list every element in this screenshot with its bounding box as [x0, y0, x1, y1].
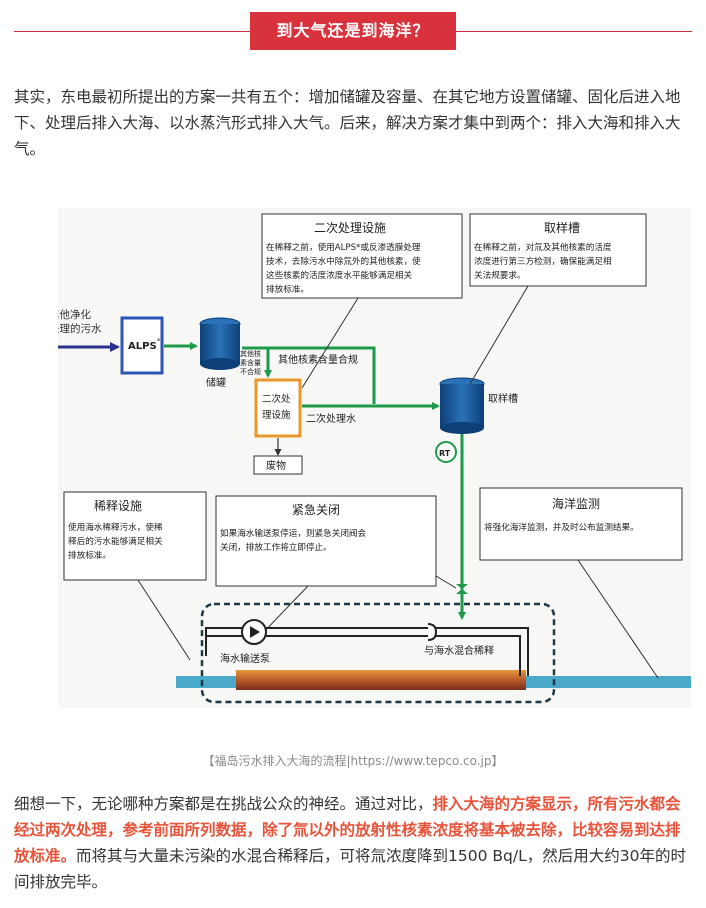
svg-text:在稀释之前，对氚及其他核素的活度: 在稀释之前，对氚及其他核素的活度 [474, 241, 612, 253]
svg-text:使用海水稀释污水，使稀: 使用海水稀释污水，使稀 [68, 521, 163, 533]
conform-label: 其他核素含量合规 [278, 353, 358, 366]
discharge-tunnel [236, 670, 526, 690]
seawater-intake-pipe-inner [205, 627, 242, 644]
secondary-callout-pointer [301, 297, 359, 389]
pump-label: 海水输送泵 [220, 652, 270, 665]
monitoring-callout: 海洋监测 将强化海洋监测，并及时公布监测结果。 [479, 487, 683, 561]
svg-text:浓度进行第三方检测，确保能满足相: 浓度进行第三方检测，确保能满足相 [474, 255, 612, 267]
mix-label: 与海水混合稀释 [424, 644, 494, 657]
conclusion-paragraph: 细想一下，无论哪种方案都是在挑战公众的神经。通过对比，排入大海的方案显示，所有污… [14, 791, 694, 895]
sampling-tank [440, 384, 484, 428]
waste-box [253, 455, 303, 475]
heading-title: 到大气还是到海洋？ [250, 12, 456, 50]
pump-icon [250, 626, 260, 638]
inlet-label: 经过其他净化 [58, 308, 91, 321]
discharge-flow-diagram: 经过其他净化 设施处理的污水 ALPS * 储罐 其他核 素含量 不合规 其他核… [58, 208, 691, 708]
waste-label: 废物 [266, 459, 286, 472]
nonconform-label-1: 其他核 [240, 349, 261, 358]
emergency-callout: 紧急关闭 如果海水输送泵停运，则紧急关闭阀会 关闭，排放工作将立即停止。 [215, 495, 437, 587]
heading-rule-left [14, 31, 250, 32]
nonconform-label-3: 不合规 [240, 367, 261, 376]
flow-conforming [268, 346, 376, 404]
inlet-label-2: 设施处理的污水 [58, 322, 102, 335]
svg-text:释后的污水能够满足相关: 释后的污水能够满足相关 [68, 535, 163, 547]
conclusion-highlight: 排入大海的方案显示，所有污水都会经过两次处理，参考前面所列数据，除了氚以外的放射… [14, 795, 681, 865]
monitoring-callout-pointer [577, 559, 659, 679]
svg-text:二次处理设施: 二次处理设施 [314, 221, 386, 235]
sampling-callout-pointer [469, 285, 529, 385]
emergency-valve-pointer [435, 575, 457, 589]
svg-text:将强化海洋监测，并及时公布监测结果。: 将强化海洋监测，并及时公布监测结果。 [484, 521, 639, 533]
svg-text:稀释设施: 稀释设施 [94, 499, 142, 513]
svg-text:如果海水输送泵停运，则紧急关闭阀会: 如果海水输送泵停运，则紧急关闭阀会 [220, 527, 367, 539]
mixing-pipe-inner [436, 635, 521, 676]
mixing-joint [427, 623, 438, 641]
sampling-tank-bottom [440, 422, 484, 434]
storage-tank-bottom [200, 358, 240, 370]
svg-text:紧急关闭: 紧急关闭 [292, 502, 340, 517]
alps-label: ALPS [128, 341, 157, 352]
svg-text:这些核素的活度浓度水平能够满足相关: 这些核素的活度浓度水平能够满足相关 [266, 269, 413, 281]
dilution-callout: 稀释设施 使用海水稀释污水，使稀 释后的污水能够满足相关 排放标准。 [63, 491, 207, 581]
secondary-unit [254, 378, 302, 438]
nonconform-label-2: 素含量 [240, 358, 261, 367]
svg-text:关闭，排放工作将立即停止。: 关闭，排放工作将立即停止。 [220, 541, 332, 553]
svg-text:关法规要求。: 关法规要求。 [474, 269, 526, 281]
secondary-unit-label-2: 理设施 [262, 409, 291, 421]
heading-rule-right [456, 31, 692, 32]
rt-monitor [435, 441, 457, 463]
alps-unit [120, 316, 164, 375]
dilution-callout-pointer [137, 579, 191, 661]
alps-mark: * [157, 337, 161, 345]
sampling-tank-label: 取样槽 [488, 392, 518, 405]
secondary-unit-label-1: 二次处 [262, 393, 291, 405]
conclusion-text-2: 而将其与大量未污染的水混合稀释后，可将氚浓度降到1500 Bq/L，然后用大约3… [14, 847, 686, 891]
storage-tank [200, 324, 240, 364]
section-heading: 到大气还是到海洋？ [0, 12, 706, 50]
svg-text:排放标准。: 排放标准。 [266, 283, 309, 295]
rt-label: RT [439, 449, 451, 458]
svg-text:排放标准。: 排放标准。 [68, 549, 111, 561]
figure-caption: 【福岛污水排入大海的流程|https://www.tepco.co.jp】 [202, 754, 504, 768]
mixing-pipe [436, 627, 529, 676]
tank-label: 储罐 [206, 376, 226, 389]
svg-text:海洋监测: 海洋监测 [552, 496, 600, 511]
conclusion-text-1: 细想一下，无论哪种方案都是在挑战公众的神经。通过对比， [14, 795, 433, 813]
intro-paragraph: 其实，东电最初所提出的方案一共有五个：增加储罐及容量、在其它地方设置储罐、固化后… [14, 88, 681, 158]
discharge-facility-outline [200, 602, 556, 704]
svg-text:技术，去除污水中除氚外的其他核素，使: 技术，去除污水中除氚外的其他核素，使 [266, 255, 421, 267]
emergency-valve [456, 584, 468, 594]
sampling-callout: 取样槽 在稀释之前，对氚及其他核素的活度 浓度进行第三方检测，确保能满足相 关法… [469, 213, 647, 287]
svg-text:取样槽: 取样槽 [544, 220, 580, 235]
secondary-callout: 二次处理设施 在稀释之前，使用ALPS*或反渗透膜处理 技术，去除污水中除氚外的… [261, 213, 463, 299]
secondary-water-label: 二次处理水 [306, 412, 356, 425]
svg-text:在稀释之前，使用ALPS*或反渗透膜处理: 在稀释之前，使用ALPS*或反渗透膜处理 [266, 241, 421, 253]
